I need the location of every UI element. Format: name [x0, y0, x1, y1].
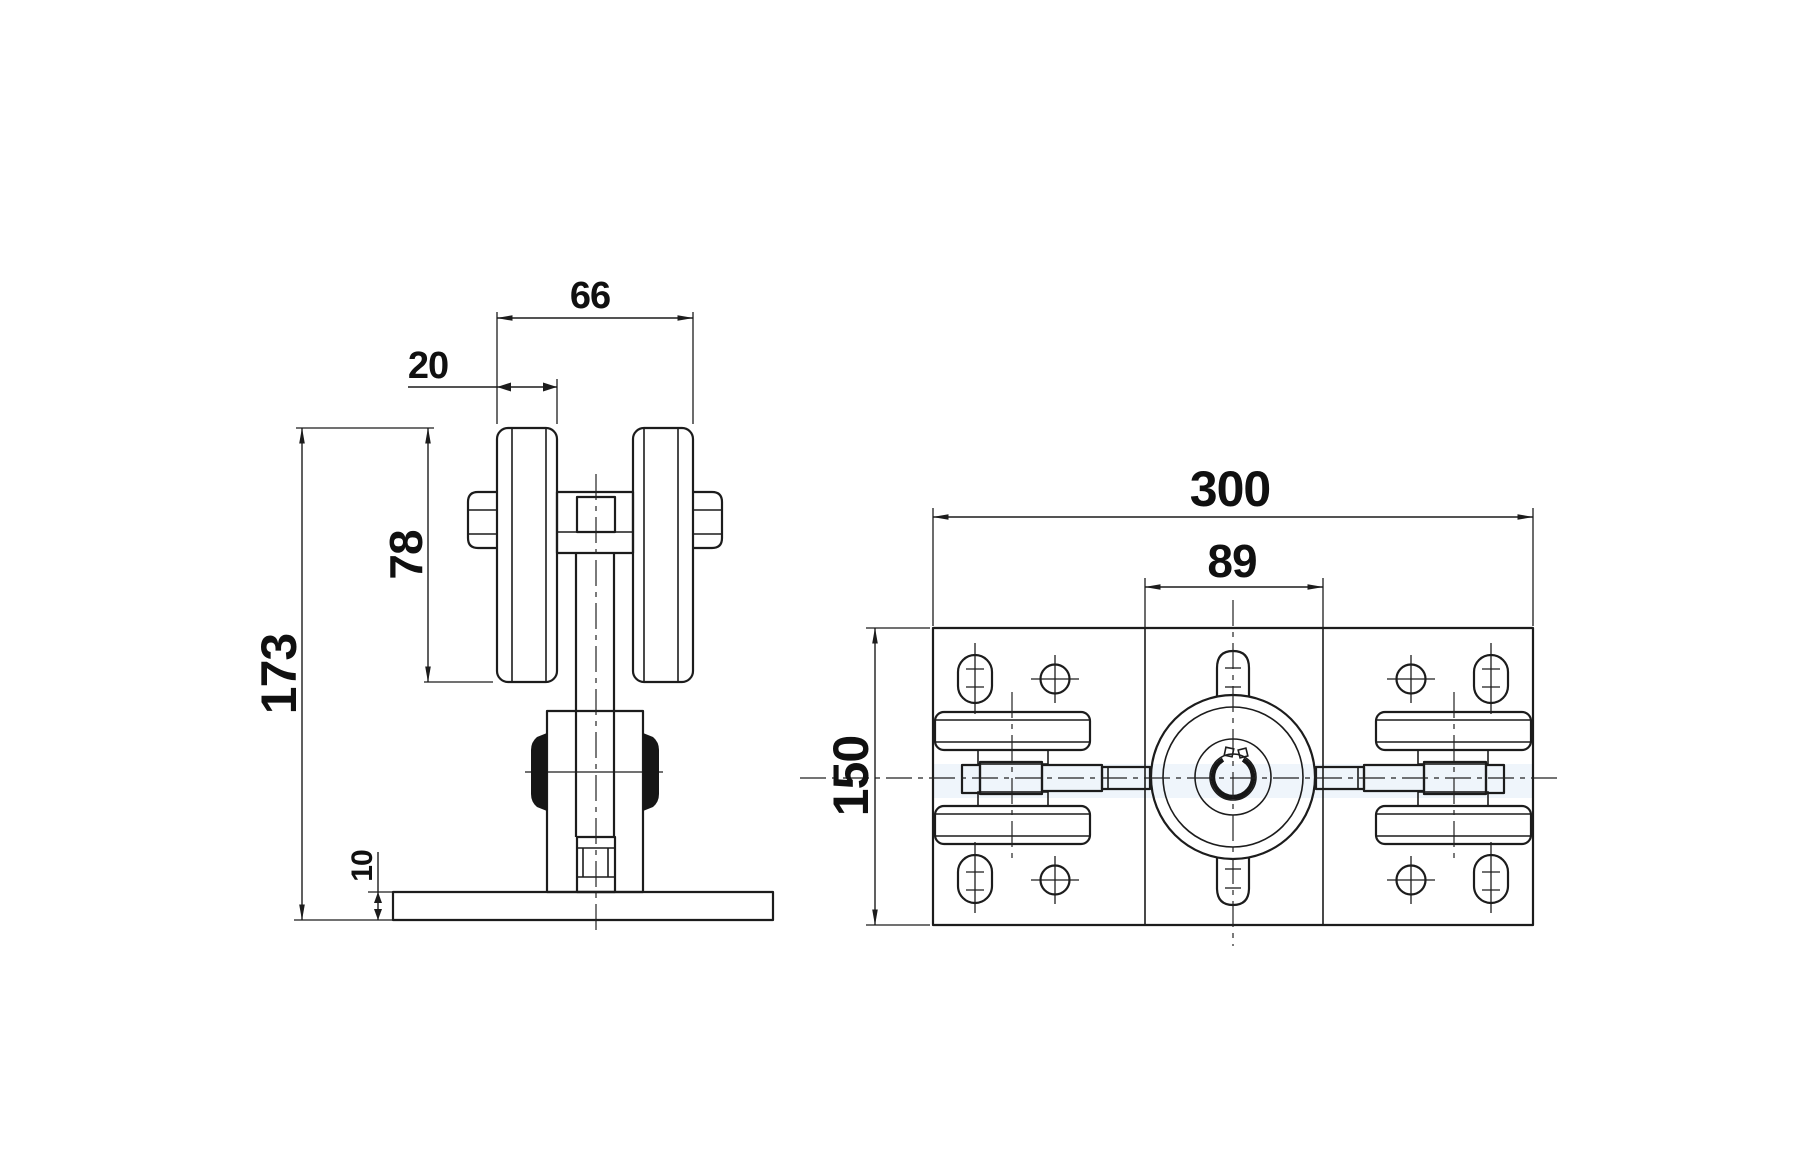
dim-89: 89: [1144, 535, 1324, 628]
dim-173: 173: [251, 427, 420, 921]
dim-89-label: 89: [1207, 535, 1256, 587]
circlip-ear-right: [1237, 747, 1249, 759]
dim-150: 150: [823, 627, 930, 926]
front-wheel-right: [631, 426, 695, 684]
top-round-hole-top-right: [1387, 655, 1435, 703]
front-shank-column: [574, 553, 616, 837]
dim-20-label: 20: [408, 345, 448, 387]
front-bumper-pad-right: [643, 733, 659, 811]
top-slot-hole-bottom-left: [956, 842, 994, 913]
top-slot-hole-bottom-right: [1472, 842, 1510, 913]
dim-66: 66: [496, 275, 694, 424]
dim-20: 20: [408, 345, 558, 424]
dim-10: 10: [346, 850, 394, 920]
top-slot-hole-top-right: [1472, 643, 1510, 714]
front-base-plate: [391, 890, 775, 922]
top-round-hole-bottom-right: [1387, 856, 1435, 904]
dim-66-label: 66: [570, 275, 610, 317]
front-view: 66 20 78 173 10: [251, 275, 775, 936]
dim-78-label: 78: [380, 530, 432, 580]
dim-78: 78: [296, 427, 493, 683]
top-round-hole-top-left: [1031, 655, 1079, 703]
dim-300: 300: [932, 461, 1534, 626]
front-axle-stub-right: [693, 490, 724, 550]
top-view: 300 89 150: [800, 461, 1560, 946]
dim-150-label: 150: [823, 736, 879, 816]
front-axle-stub-left: [466, 490, 497, 550]
dim-10-label: 10: [346, 850, 379, 882]
dim-173-label: 173: [251, 634, 307, 714]
front-wheel-left: [495, 426, 559, 684]
top-slot-hole-top-left: [956, 643, 994, 714]
dim-300-label: 300: [1190, 461, 1270, 517]
front-bumper-pad-left: [531, 733, 547, 811]
top-wheel-hubs-left: [977, 749, 1049, 807]
top-wheel-hubs-right: [1417, 749, 1489, 807]
top-round-hole-bottom-left: [1031, 856, 1079, 904]
